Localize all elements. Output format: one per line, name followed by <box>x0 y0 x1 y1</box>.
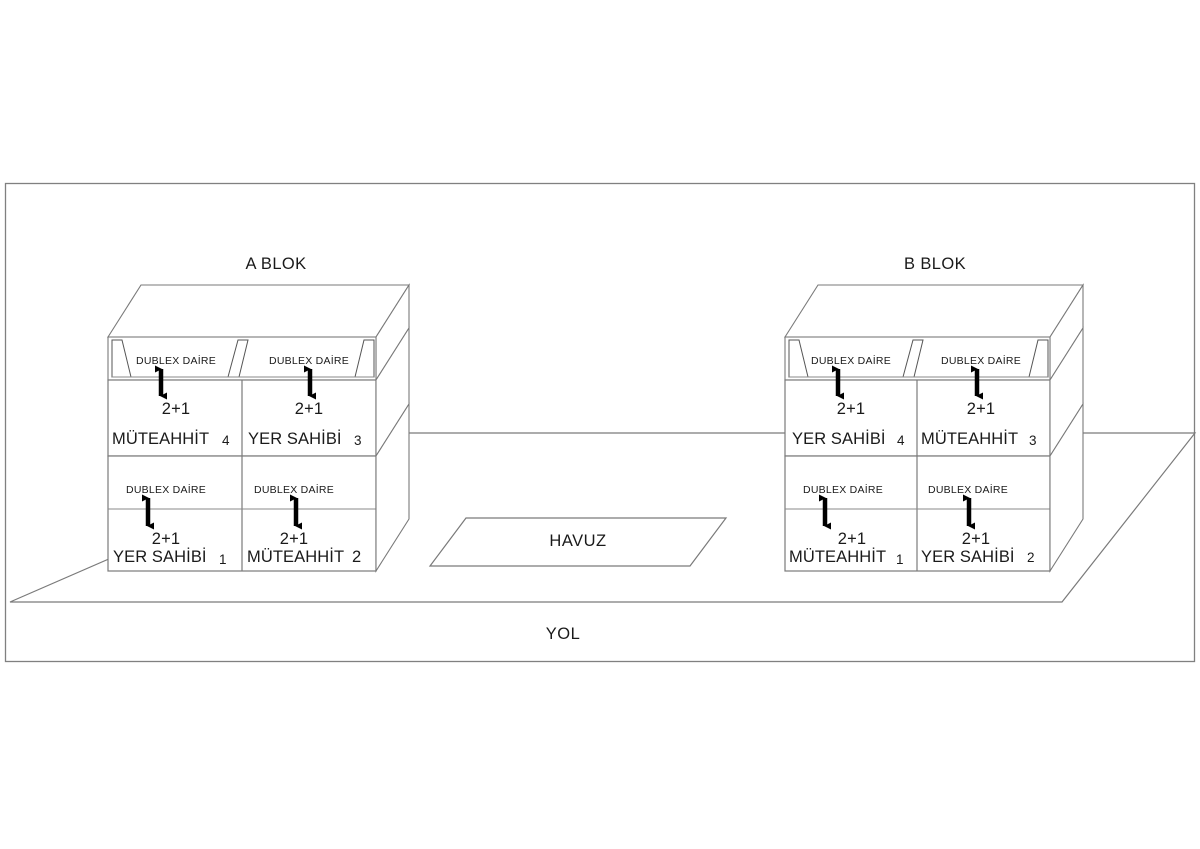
block-b[interactable] <box>783 283 1085 573</box>
block-a-storey-upper <box>107 326 410 458</box>
block-a-unit-1-number: 1 <box>219 552 227 567</box>
block-a-unit-1-duplex: DUBLEX DAİRE <box>125 484 207 496</box>
block-a-duplex-arrows <box>142 365 316 530</box>
road-label: YOL <box>545 625 581 643</box>
pool-shape <box>428 517 728 567</box>
block-a-unit-1-type: 2+1 <box>151 530 181 548</box>
block-a-unit-3-duplex: DUBLEX DAİRE <box>268 355 350 367</box>
block-a-unit-4-owner: MÜTEAHHİT <box>112 430 210 448</box>
block-b-unit-2-duplex: DUBLEX DAİRE <box>927 484 1009 496</box>
block-b-unit-4-number: 4 <box>897 433 905 448</box>
block-b-unit-4-duplex: DUBLEX DAİRE <box>810 355 892 367</box>
block-b-unit-3-type: 2+1 <box>966 400 996 418</box>
block-b-unit-2-number: 2 <box>1027 550 1035 565</box>
block-b-storey-upper <box>784 326 1084 458</box>
block-a-unit-2-owner: MÜTEAHHİT <box>247 548 345 566</box>
block-b-title: B BLOK <box>903 255 967 273</box>
block-a-unit-3-owner: YER SAHİBİ <box>248 430 342 448</box>
block-a-roof <box>106 283 411 382</box>
block-b-attic-band <box>784 336 1051 381</box>
block-a-unit-2-duplex: DUBLEX DAİRE <box>253 484 335 496</box>
block-a-unit-4-duplex: DUBLEX DAİRE <box>135 355 217 367</box>
block-a[interactable] <box>106 283 411 573</box>
block-b-unit-4-owner: YER SAHİBİ <box>792 430 886 448</box>
block-a-unit-2-type: 2+1 <box>279 530 309 548</box>
block-a-unit-3-number: 3 <box>354 433 362 448</box>
block-b-unit-1-owner: MÜTEAHHİT <box>789 548 887 566</box>
block-a-unit-3-type: 2+1 <box>294 400 324 418</box>
outer-frame <box>4 182 1196 663</box>
block-a-unit-2-number: 2 <box>352 548 362 566</box>
block-b-duplex-arrows <box>819 365 983 530</box>
block-b-unit-1-duplex: DUBLEX DAİRE <box>802 484 884 496</box>
block-b-unit-2-type: 2+1 <box>961 530 991 548</box>
block-a-unit-4-type: 2+1 <box>161 400 191 418</box>
block-b-unit-2-owner: YER SAHİBİ <box>921 548 1015 566</box>
block-a-unit-4-number: 4 <box>222 433 230 448</box>
block-b-unit-3-duplex: DUBLEX DAİRE <box>940 355 1022 367</box>
block-b-unit-3-owner: MÜTEAHHİT <box>921 430 1019 448</box>
block-b-unit-3-number: 3 <box>1029 433 1037 448</box>
block-b-unit-4-type: 2+1 <box>836 400 866 418</box>
block-b-unit-1-type: 2+1 <box>837 530 867 548</box>
block-a-title: A BLOK <box>245 255 307 273</box>
block-b-unit-1-number: 1 <box>896 552 904 567</box>
block-a-unit-1-owner: YER SAHİBİ <box>113 548 207 566</box>
pool-label: HAVUZ <box>549 532 607 550</box>
